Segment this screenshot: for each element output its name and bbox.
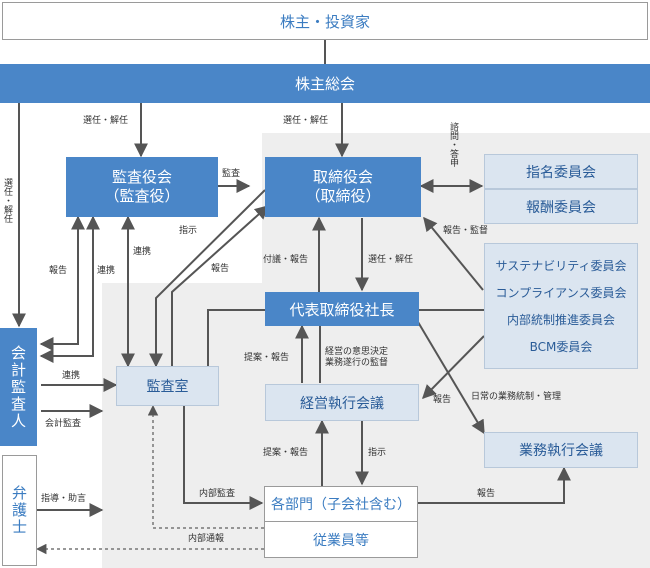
agm-box: 株主総会: [0, 64, 650, 103]
label-audit: 監査: [222, 169, 241, 179]
label-elect3: 選任・解任: [368, 255, 414, 265]
label-internal-audit: 内部監査: [199, 489, 236, 499]
board-box: 取締役会 （取締役）: [265, 157, 421, 217]
employees-box: 従業員等: [264, 522, 418, 558]
arrow-report4: [418, 466, 571, 504]
departments-box: 各部門（子会社含む）: [264, 486, 418, 522]
lawyer-box: 弁護士: [2, 455, 37, 566]
label-report1: 報告: [49, 266, 68, 276]
arrow-instruct1: [149, 189, 266, 368]
sustainability-committee: サステナビリティ委員会: [495, 259, 627, 273]
biz-exec-meeting-box: 業務執行会議: [484, 432, 638, 468]
mgmt-exec-meeting-box: 経営執行会議: [265, 384, 419, 421]
label-coop3: 連携: [62, 371, 81, 381]
arrow-internal-audit: [183, 406, 264, 510]
label-report3: 報告: [433, 395, 452, 405]
label-report-supervise: 報告・監督: [443, 226, 489, 236]
arrow-coop1: [39, 215, 100, 363]
arrow-report2: [171, 205, 270, 366]
label-instruct1: 指示: [179, 226, 198, 236]
committees-box: サステナビリティ委員会 コンプライアンス委員会 内部統制推進委員会 BCM委員会: [484, 243, 638, 369]
bcm-committee: BCM委員会: [529, 340, 593, 354]
label-instruct2: 指示: [368, 448, 387, 458]
compliance-committee: コンプライアンス委員会: [495, 286, 627, 300]
label-accounting-audit: 会計監査: [45, 419, 82, 429]
label-elect1: 選任・解任: [83, 116, 129, 126]
arrow-report-supervise: [423, 216, 484, 291]
label-elect2: 選任・解任: [283, 116, 329, 126]
label-guidance: 指導・助言: [41, 494, 87, 504]
arrow-report3: [422, 335, 485, 399]
shareholders-box: 株主・投資家: [2, 2, 648, 40]
label-elect-vertical: 選任・解任: [2, 178, 12, 223]
label-report2: 報告: [211, 264, 230, 274]
label-consult: 諮問・答申: [448, 122, 458, 167]
internal-control-committee: 内部統制推進委員会: [506, 313, 615, 327]
audit-board-box: 監査役会 （監査役）: [66, 157, 218, 217]
label-supervise-decision: 経営の意思決定 業務遂行の監督: [325, 347, 389, 369]
label-daily-control: 日常の業務統制・管理: [471, 392, 562, 402]
compensation-committee-box: 報酬委員会: [484, 189, 638, 224]
arrow-whistle-audit: [147, 404, 264, 529]
audit-office-box: 監査室: [116, 366, 219, 406]
arrow-daily-control: [417, 321, 485, 435]
label-coop2: 連携: [133, 247, 152, 257]
label-report4: 報告: [477, 489, 496, 499]
label-coop1: 連携: [97, 266, 116, 276]
label-whistle: 内部通報: [188, 534, 225, 544]
accounting-auditor-box: 会計監査人: [0, 328, 37, 446]
label-submit-report1: 付議・報告: [263, 255, 309, 265]
president-box: 代表取締役社長: [265, 292, 419, 326]
line-president-left: [207, 309, 265, 375]
arrow-report1: [39, 215, 85, 351]
nomination-committee-box: 指名委員会: [484, 154, 638, 189]
label-propose-report2: 提案・報告: [263, 448, 309, 458]
label-propose-report1: 提案・報告: [244, 353, 290, 363]
